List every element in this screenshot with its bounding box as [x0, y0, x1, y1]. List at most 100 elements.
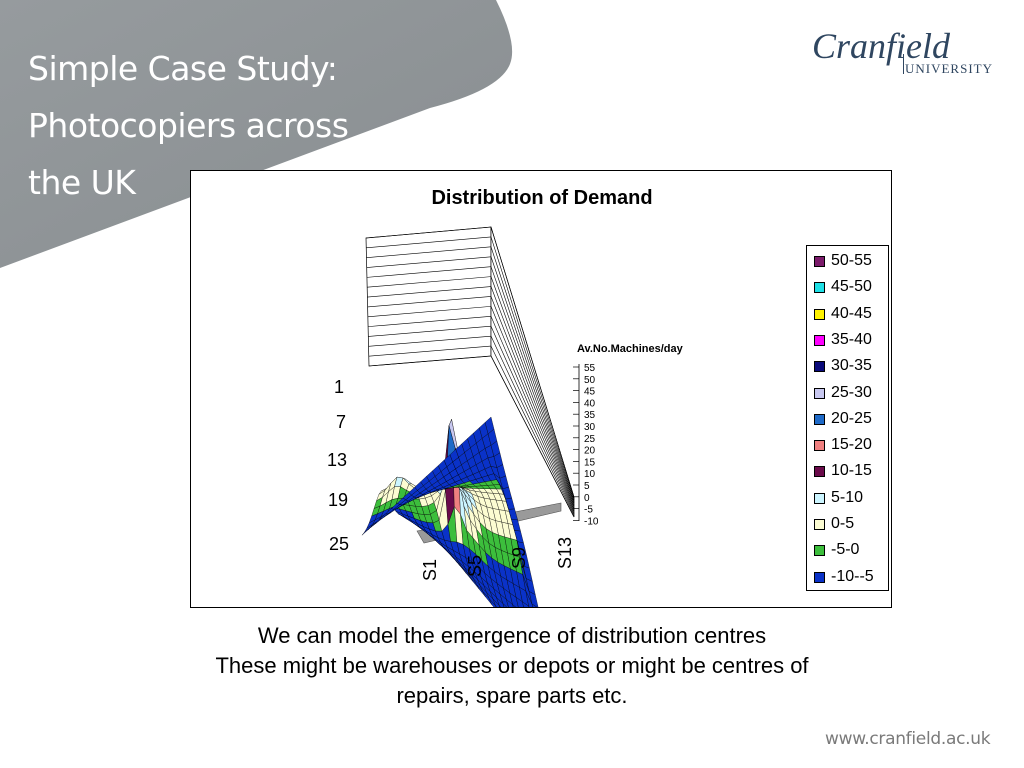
- side-wall-gridline: [490, 226, 575, 498]
- legend-swatch: [814, 308, 825, 320]
- side-wall-gridline: [490, 286, 575, 507]
- legend-swatch: [814, 334, 825, 346]
- z-axis-tick-label: 5: [584, 481, 590, 492]
- legend-label: -5-0: [831, 541, 860, 559]
- side-wall-gridline: [490, 276, 575, 505]
- legend-swatch: [814, 387, 825, 399]
- side-wall-gridline: [490, 236, 575, 499]
- row-axis-tick-label: 13: [327, 450, 347, 470]
- row-axis-tick-label: 7: [336, 412, 346, 432]
- title-banner: [0, 0, 513, 268]
- back-wall-gridline: [368, 316, 492, 327]
- legend-label: 40-45: [831, 304, 872, 322]
- legend-label: 15-20: [831, 436, 872, 454]
- side-wall-gridline: [490, 345, 575, 516]
- legend-swatch: [814, 256, 825, 267]
- legend-item: 40-45: [814, 303, 888, 323]
- legend-item: 30-35: [814, 355, 888, 375]
- side-wall-gridline: [490, 326, 575, 513]
- slide-title-line: Simple Case Study:: [28, 49, 338, 88]
- side-wall-gridline: [490, 256, 575, 502]
- slide-title-line: Photocopiers across: [28, 106, 349, 145]
- z-axis-tick-label: 50: [584, 375, 596, 386]
- column-axis-tick-label: S5: [465, 555, 485, 577]
- side-wall-gridline: [490, 355, 575, 518]
- chart-frame: Distribution of Demand Av.No.Machines/da…: [190, 170, 892, 608]
- z-axis-tick-label: 20: [584, 446, 596, 457]
- z-axis-tick-label: 35: [584, 410, 596, 421]
- legend-swatch: [814, 519, 825, 530]
- column-axis-tick-label: S1: [420, 559, 440, 581]
- caption: We can model the emergence of distributi…: [120, 621, 904, 711]
- caption-line: repairs, spare parts etc.: [396, 683, 628, 708]
- row-axis-tick-label: 1: [334, 377, 344, 397]
- surface-chart: Av.No.Machines/day5550454035302520151050…: [327, 226, 684, 607]
- legend-item: 20-25: [814, 408, 888, 428]
- legend-swatch: [814, 492, 825, 504]
- logo-subtitle: UNIVERSITY: [905, 61, 993, 76]
- z-axis-tick-label: 30: [584, 422, 596, 433]
- side-wall-gridline: [490, 336, 575, 515]
- back-wall-gridline: [365, 226, 492, 239]
- legend-item: 50-55: [814, 250, 888, 270]
- legend-item: -5-0: [814, 539, 888, 559]
- legend-label: 20-25: [831, 409, 872, 427]
- back-wall-gridline: [368, 325, 492, 337]
- legend-label: 10-15: [831, 462, 872, 480]
- legend-swatch: [814, 545, 825, 557]
- side-wall-gridline: [490, 266, 575, 504]
- z-axis-tick-label: 45: [584, 387, 596, 398]
- legend-item: 10-15: [814, 460, 888, 480]
- z-axis-tick-label: -10: [584, 516, 599, 527]
- legend-item: -10--5: [814, 566, 888, 586]
- slide-title: Simple Case Study: Photocopiers across t…: [28, 40, 349, 211]
- z-axis-tick-label: 10: [584, 469, 596, 480]
- legend-item: 25-30: [814, 382, 888, 402]
- back-wall-gridline: [366, 246, 492, 258]
- back-wall-gridline: [367, 306, 492, 318]
- chart-title: Distribution of Demand: [431, 187, 653, 209]
- legend-label: 35-40: [831, 330, 872, 348]
- surface-cell: [484, 416, 495, 435]
- z-axis-tick-label: -5: [584, 505, 593, 516]
- footer-url[interactable]: www.cranfield.ac.uk: [825, 729, 991, 749]
- legend-label: 45-50: [831, 278, 872, 296]
- column-axis-tick-label: S13: [555, 537, 575, 569]
- slide-title-line: the UK: [28, 163, 136, 202]
- back-wall-gridline: [366, 266, 492, 278]
- z-axis-tick-label: 0: [584, 493, 590, 504]
- z-axis-tick-label: 55: [584, 363, 596, 374]
- back-wall-gridline: [368, 335, 492, 347]
- legend-item: 0-5: [814, 513, 888, 533]
- legend-swatch: [814, 571, 825, 583]
- legend-label: 30-35: [831, 357, 872, 375]
- legend-label: -10--5: [831, 567, 874, 585]
- z-axis-tick-label: 40: [584, 398, 596, 409]
- legend-label: 25-30: [831, 383, 872, 401]
- z-axis-title: Av.No.Machines/day: [577, 343, 684, 355]
- column-axis-tick-label: S9: [509, 547, 529, 569]
- legend-label: 5-10: [831, 488, 864, 506]
- back-wall-gridline: [367, 276, 492, 288]
- logo-name: Cranfield: [812, 26, 951, 66]
- back-wall-gridline: [366, 236, 492, 249]
- side-wall-gridline: [490, 316, 575, 511]
- legend-swatch: [814, 440, 825, 452]
- logo-divider: [903, 54, 904, 74]
- legend-swatch: [814, 466, 825, 478]
- legend-swatch: [814, 413, 825, 425]
- legend-item: 5-10: [814, 487, 888, 507]
- side-wall-gridline: [490, 306, 575, 510]
- back-wall-gridline: [368, 345, 492, 357]
- legend-item: 35-40: [814, 329, 888, 349]
- back-wall-gridline: [368, 355, 492, 367]
- caption-line: We can model the emergence of distributi…: [257, 623, 767, 648]
- caption-line: These might be warehouses or depots or m…: [215, 653, 809, 678]
- legend-swatch: [814, 282, 825, 294]
- back-wall-gridline: [367, 296, 492, 308]
- legend-label: 0-5: [831, 515, 855, 532]
- legend-item: 15-20: [814, 434, 888, 454]
- cranfield-logo: Cranfield UNIVERSITY: [812, 28, 1012, 78]
- back-wall-gridline: [366, 256, 492, 268]
- z-axis-tick-label: 25: [584, 434, 596, 445]
